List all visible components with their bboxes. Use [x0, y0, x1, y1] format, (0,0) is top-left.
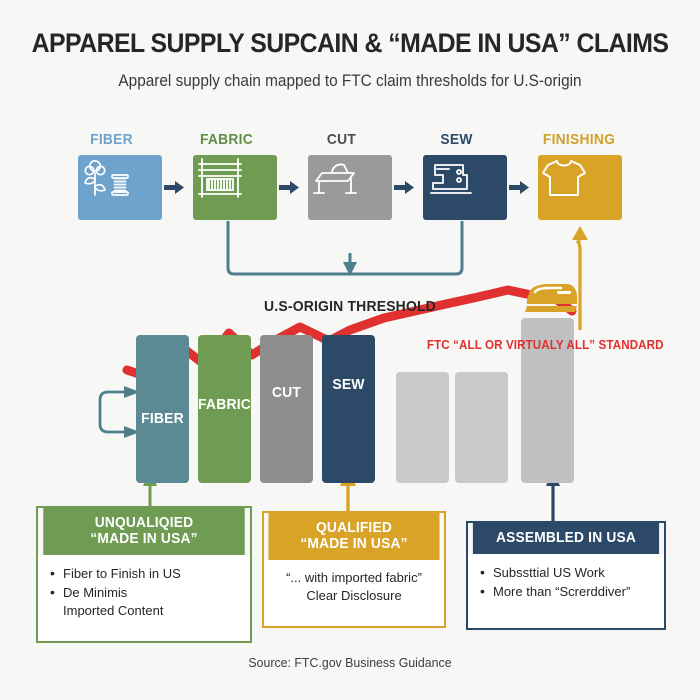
chain-arrow-4 [509, 181, 529, 194]
callout-qualified[interactable]: QUALIFIED “MADE IN USA” “... with import… [262, 511, 446, 629]
bar-7[interactable] [521, 318, 574, 483]
callout-qualified-caption-line2: “MADE IN USA” [300, 536, 408, 553]
chain-label-fiber: FIBER [90, 131, 133, 148]
bar-label-fabric: FABRIC [197, 396, 252, 413]
chain-label-cut: CUT [326, 131, 357, 148]
bar-fabric[interactable] [198, 335, 251, 483]
callout-assembled-caption: ASSEMBLED IN USA [472, 523, 660, 555]
callout-assembled[interactable]: ASSEMBLED IN USA Subssttial US Work More… [466, 521, 666, 631]
chain-box-cut[interactable] [308, 155, 392, 220]
callout-qualified-caption: QUALIFIED “MADE IN USA” [268, 513, 440, 561]
finishing-connector-line [575, 238, 582, 330]
chain-label-sew: SEW [440, 131, 473, 148]
chain-arrow-3 [394, 181, 414, 194]
callout-unqualified-item-1: Fiber to Finish in US [50, 564, 238, 583]
sewing-machine-icon [430, 164, 472, 194]
bar-5[interactable] [396, 372, 449, 483]
bar-sew[interactable] [322, 335, 375, 483]
chain-label-finishing: FINISHING [542, 131, 616, 148]
iron-icon [525, 284, 577, 312]
callout-unqualified-item-2a: De Minimis [63, 585, 128, 601]
chain-arrow-group [164, 181, 529, 194]
recycle-bracket [98, 390, 128, 434]
callout-assembled-body: Subssttial US Work More than “Screrddive… [468, 554, 664, 629]
chain-box-sew[interactable] [423, 155, 507, 220]
chain-label-fabric: FABRIC [199, 131, 254, 148]
callout-unqualified-caption-line1: UNQUALIQIED [94, 515, 194, 531]
chain-arrow-2 [279, 181, 299, 194]
ftc-standard-annotation: FTC “ALL OR VIRTUALY ALL” STANDARD [426, 338, 664, 352]
bar-label-fiber: FIBER [141, 410, 184, 427]
chain-box-fabric[interactable] [193, 155, 277, 220]
finishing-connector-arrow [572, 226, 588, 240]
bar-fiber[interactable] [136, 335, 189, 483]
chain-loop-connector [226, 221, 464, 276]
callout-assembled-item-2: More than “Screrddiver” [480, 582, 652, 601]
loom-icon [198, 158, 242, 198]
callout-unqualified-body: Fiber to Finish in US De Minimis Importe… [38, 555, 250, 642]
callout-qualified-caption-line1: QUALIFIED [316, 520, 392, 536]
bracket-arrow-bottom [124, 426, 140, 438]
callout-unqualified-caption: UNQUALIQIED “MADE IN USA” [43, 508, 245, 556]
bracket-arrow-top [124, 386, 140, 398]
callout-assembled-item-1: Subssttial US Work [480, 563, 652, 582]
bar-label-cut: CUT [271, 384, 302, 401]
bar-cut[interactable] [260, 335, 313, 483]
chain-box-finishing[interactable] [538, 155, 622, 220]
chain-arrow-1 [164, 181, 184, 194]
bar-label-sew: SEW [332, 376, 365, 393]
callout-unqualified-item-2b: Imported Content [63, 602, 164, 618]
bar-6[interactable] [455, 372, 508, 483]
callout-qualified-line1: “... with imported fabric” [286, 570, 422, 586]
source-note: Source: FTC.gov Business Guidance [248, 655, 452, 670]
page-subtitle: Apparel supply chain mapped to FTC claim… [118, 72, 582, 90]
page-title: APPAREL SUPPLY SUPCAIN & “MADE IN USA” C… [31, 28, 669, 58]
chain-down-arrow [343, 262, 357, 276]
cotton-plant-spool-icon [84, 159, 129, 196]
callout-unqualified-item-2: De Minimis Imported Content [50, 583, 238, 619]
callout-unqualified[interactable]: UNQUALIQIED “MADE IN USA” Fiber to Finis… [36, 506, 252, 644]
callout-unqualified-caption-line2: “MADE IN USA” [90, 531, 198, 548]
chain-box-fiber[interactable] [78, 155, 162, 220]
cutting-table-icon [313, 163, 357, 194]
tshirt-icon [542, 160, 586, 196]
callout-qualified-line2: Clear Disclosure [306, 588, 402, 604]
callout-qualified-body: “... with imported fabric” Clear Disclos… [264, 560, 444, 627]
callout-assembled-caption-line1: ASSEMBLED IN USA [495, 530, 637, 546]
chart-title: U.S-ORIGIN THRESHOLD [264, 298, 436, 315]
